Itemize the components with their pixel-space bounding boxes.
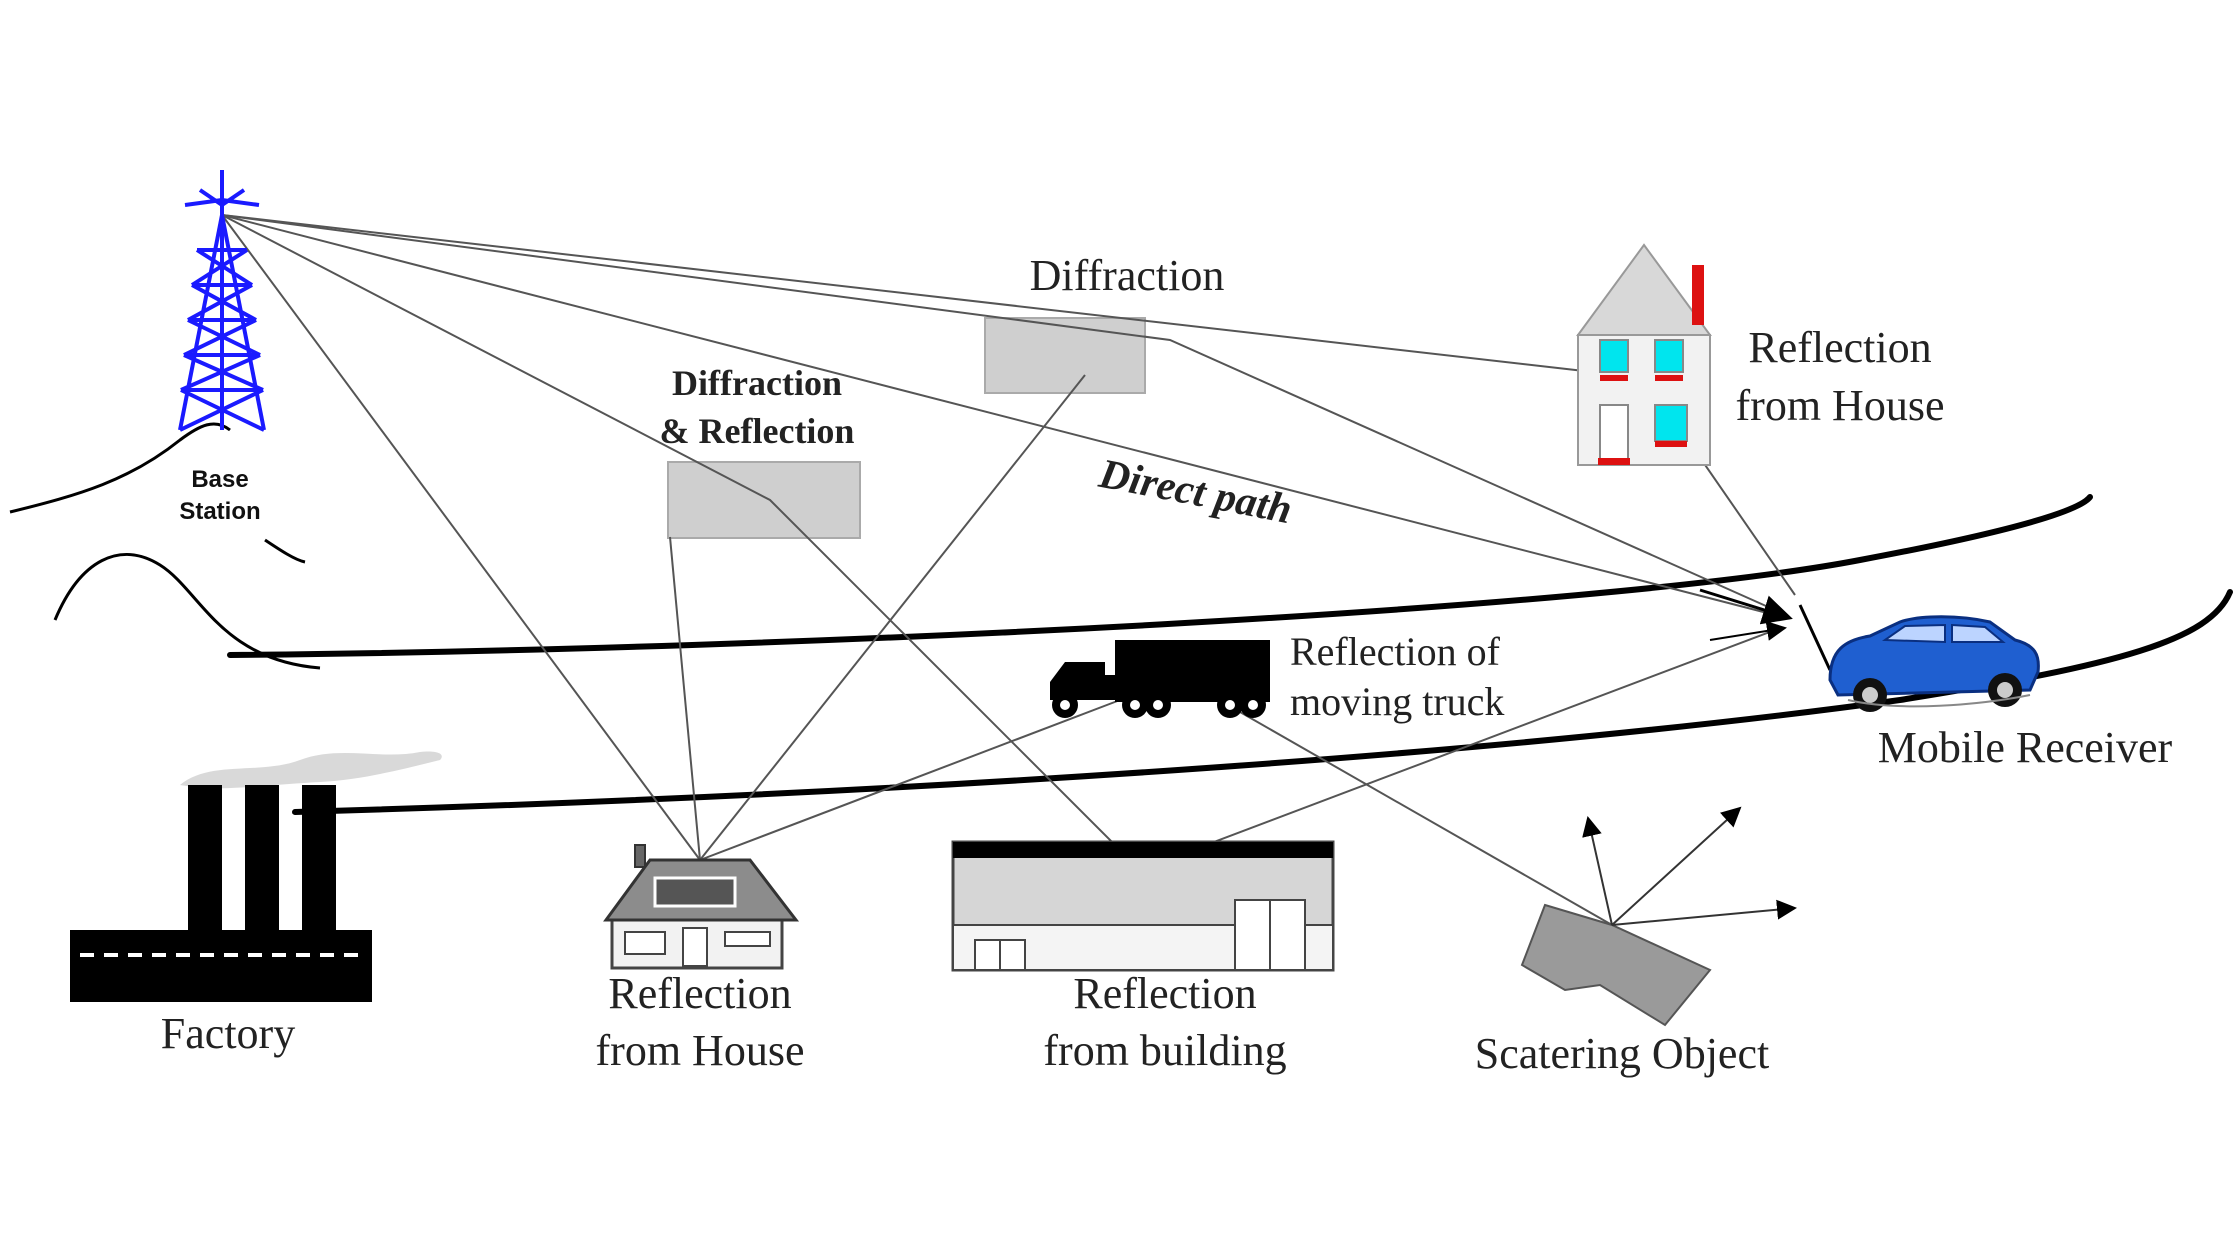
scattering-object-label: Scatering Object [1475,1029,1769,1078]
reflection-house-bottom-label-line1: Reflection [608,969,791,1018]
direct-path-label: Direct path [1095,451,1296,534]
road [227,494,2233,815]
ray-diffraction-reflection [221,214,1776,872]
base-station-tower-icon [178,170,266,432]
mobile-receiver-label: Mobile Receiver [1878,723,2173,772]
house-top-window-3 [1654,404,1688,442]
house-top-window-2 [1654,339,1684,373]
building-icon [951,840,1335,972]
hill-line-right [264,538,306,564]
base-station-label-line2: Station [179,498,260,525]
diffraction-reflection-obstacle [667,461,861,539]
ray-house-to-diffraction [699,374,1086,861]
reflection-house-top-label-line1: Reflection [1748,323,1931,372]
house-top-door [1599,404,1629,461]
hill-line [9,422,231,514]
truck-label-line2: moving truck [1290,679,1504,724]
reflection-house-top-label-line2: from House [1736,381,1945,430]
ray-truck-to-scatterer [1239,711,1613,926]
diffraction-reflection-label-line2: & Reflection [660,411,855,451]
ray-to-house-top [221,214,1796,596]
factory-icon [70,751,442,1002]
diffraction-obstacle [984,317,1146,394]
house-top-window-1 [1599,339,1629,373]
diffraction-reflection-label-line1: Diffraction [672,363,842,403]
scattering-object-icon [1520,806,1797,1027]
car-icon [1828,615,2040,712]
house-top-icon [1576,243,1712,466]
receiver-arrows [1699,588,1832,671]
arrow-into-receiver-2 [1709,620,1787,641]
truck-label-line1: Reflection of [1290,629,1501,674]
ray-direct-path [221,214,1776,616]
factory-label: Factory [161,1009,295,1058]
road-edge-lower [292,589,2233,815]
ray-to-house-bottom [221,214,701,861]
receiver-link [1798,604,1832,671]
reflection-building-label-line2: from building [1043,1026,1286,1075]
reflection-house-bottom-label-line2: from House [596,1026,805,1075]
propagation-rays [221,214,1796,926]
terrain [9,422,321,670]
reflection-building-label-line1: Reflection [1073,969,1256,1018]
ray-house-to-obstacle [669,536,701,861]
road-edge-upper [227,494,2093,658]
house-bottom-icon [603,844,800,970]
truck-icon [1050,640,1270,718]
base-station-label-line1: Base [191,466,248,493]
mound-line [53,553,321,670]
diffraction-label: Diffraction [1030,251,1225,300]
arrow-into-receiver-1 [1699,588,1793,625]
ray-over-diffraction [221,214,1776,611]
ray-house-to-truck [699,699,1121,861]
